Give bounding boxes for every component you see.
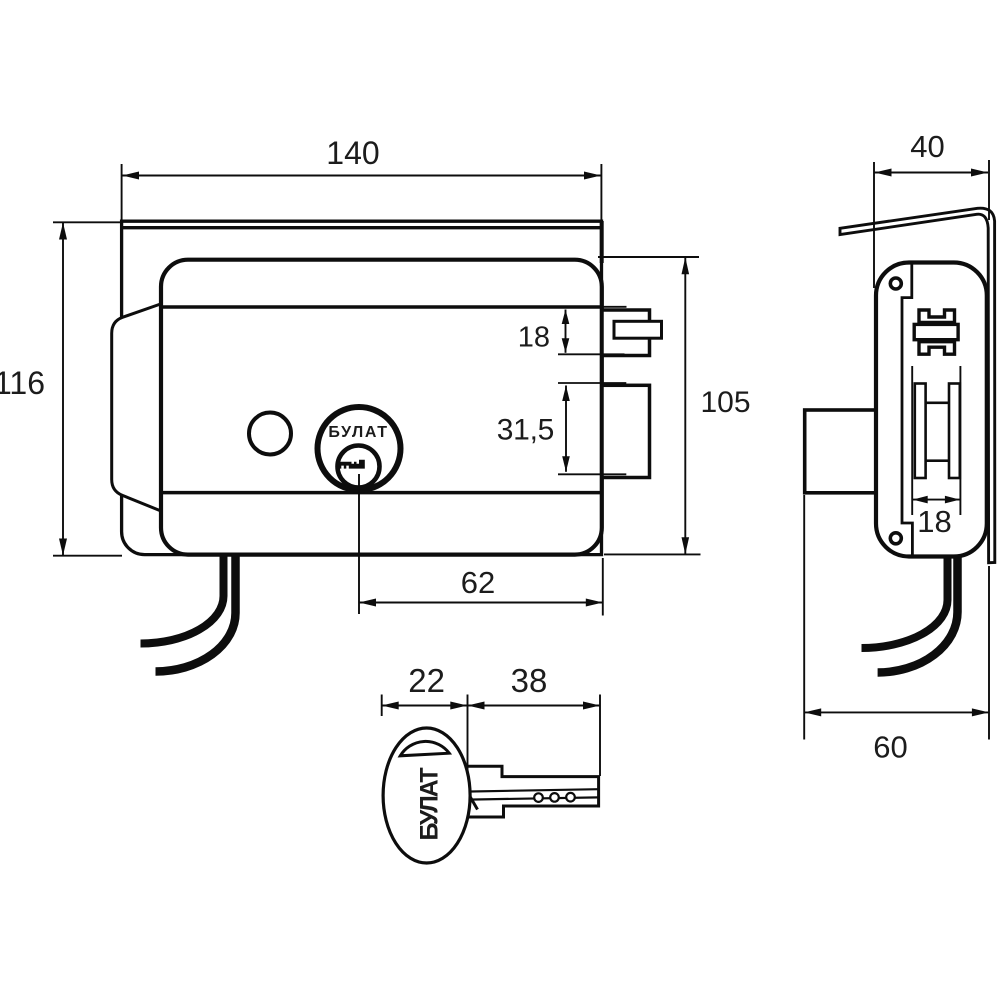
svg-text:22: 22 xyxy=(408,662,445,699)
svg-text:БУЛАТ: БУЛАТ xyxy=(416,768,444,841)
svg-text:18: 18 xyxy=(518,322,550,354)
svg-text:116: 116 xyxy=(0,365,45,401)
svg-text:18: 18 xyxy=(917,504,951,539)
svg-text:105: 105 xyxy=(701,386,751,419)
svg-text:БУЛАТ: БУЛАТ xyxy=(328,424,388,441)
svg-text:140: 140 xyxy=(326,135,379,171)
svg-text:38: 38 xyxy=(511,662,548,699)
svg-text:31,5: 31,5 xyxy=(497,414,554,447)
svg-text:40: 40 xyxy=(910,129,944,164)
svg-text:62: 62 xyxy=(461,565,495,600)
svg-text:60: 60 xyxy=(873,730,907,765)
